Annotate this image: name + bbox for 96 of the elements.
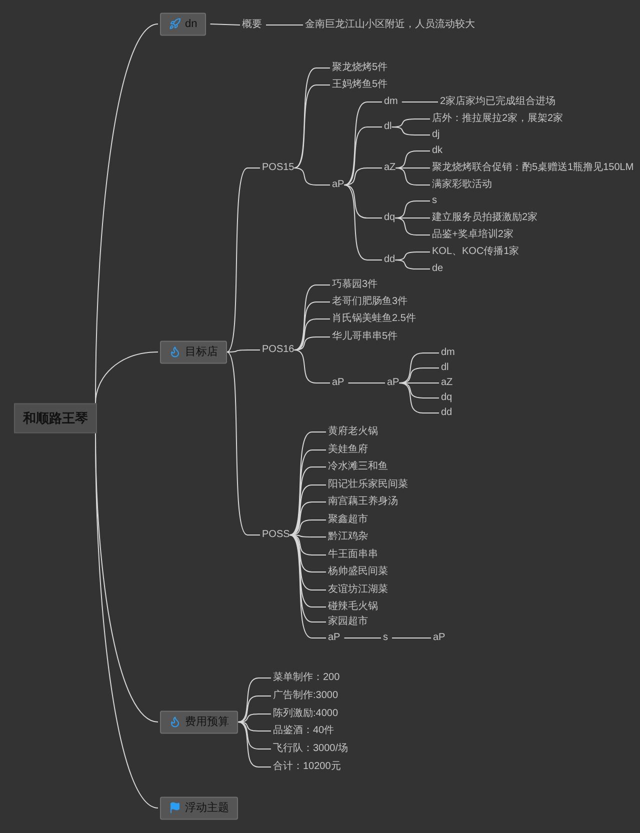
node-text: POS16 <box>262 344 294 356</box>
branch-line <box>294 336 330 350</box>
branch-line <box>289 484 326 536</box>
branch-line <box>394 218 430 236</box>
node-text: KOL、KOC传播1家 <box>432 246 520 258</box>
node-text: s <box>383 632 388 644</box>
branch-line <box>210 24 240 26</box>
node-text: 聚鑫超市 <box>328 514 368 526</box>
node-text: aZ <box>441 377 453 389</box>
branch-line <box>294 318 330 350</box>
node-text: aP <box>387 377 400 389</box>
branch-line <box>238 696 272 722</box>
node-text: 友谊坊江湖菜 <box>328 584 388 596</box>
node-text: 菜单制作：200 <box>273 672 340 684</box>
node-text: dq <box>384 212 396 224</box>
node-text: aP <box>332 179 344 191</box>
node-text: 金南巨龙江山小区附近，人员流动较大 <box>305 19 475 31</box>
node-text: 华儿哥串串5件 <box>332 331 398 343</box>
node-text: s <box>432 195 437 207</box>
node-text: 聚龙烧烤5件 <box>332 62 388 74</box>
branch-line <box>395 168 430 186</box>
node-text: dk <box>432 145 443 157</box>
branch-line <box>391 126 430 136</box>
node-text: aP <box>433 632 446 644</box>
node-text: aZ <box>384 162 396 174</box>
node-text: aP <box>328 632 340 644</box>
node-text: 巧慕园3件 <box>332 279 378 291</box>
branch-line <box>294 350 330 384</box>
node-text: 建立服务员拍摄激励2家 <box>432 212 538 224</box>
node-text: 王妈烤鱼5件 <box>332 79 388 91</box>
node-text: 陈列激励:4000 <box>273 708 338 720</box>
node-text: 品鉴酒：40件 <box>273 725 334 737</box>
node-text: 飞行队：3000/场 <box>273 743 348 755</box>
node-text: dd <box>441 407 452 419</box>
node-text: 家园超市 <box>328 616 368 628</box>
node-text: 肖氏锅美蛙鱼2.5件 <box>332 313 416 325</box>
node-text: 聚龙烧烤联合促销：酌5桌赠送1瓶撸见150LM <box>432 162 634 174</box>
branch-line <box>226 168 260 352</box>
branch-line <box>238 722 272 768</box>
branch-line <box>238 722 272 750</box>
node-text: 牛王面串串 <box>328 549 378 561</box>
node-text: dl <box>441 362 449 374</box>
node-text: dl <box>384 121 392 133</box>
root-topic-box: 和顺路王琴 <box>14 403 97 433</box>
branch-line <box>394 260 430 270</box>
node-text: dm <box>384 96 398 108</box>
branch-line <box>344 184 382 260</box>
branch-line <box>289 534 326 638</box>
node-text: dd <box>384 254 396 266</box>
node-text: 店外：推拉展拉2家，展架2家 <box>432 113 564 125</box>
branch-line <box>238 722 272 732</box>
node-text: 老哥们肥肠鱼3件 <box>332 296 408 308</box>
node-text: 概要 <box>242 19 262 31</box>
node-text: aP <box>332 377 344 389</box>
branch-line <box>398 382 440 414</box>
node-text: 2家店家均已完成组合进场 <box>440 96 556 108</box>
branch-line <box>294 168 330 186</box>
node-text: POSS <box>262 529 290 541</box>
node-text: de <box>432 263 444 275</box>
node-text: 南宫藕王养身汤 <box>328 496 398 508</box>
node-text: dm <box>441 347 455 359</box>
branch-line <box>402 382 440 384</box>
topic-box: dn <box>160 12 206 36</box>
branch-line <box>344 184 382 218</box>
node-text: dj <box>432 129 440 141</box>
node-text: POS15 <box>262 162 294 174</box>
branch-line <box>289 502 326 536</box>
branch-line <box>238 678 272 722</box>
branch-line <box>344 126 382 186</box>
node-text: 冷水滩三和鱼 <box>328 461 388 473</box>
branch-line <box>95 432 158 808</box>
branch-line <box>289 432 326 536</box>
node-text: 广告制作:3000 <box>273 690 338 702</box>
node-text: 碰辣毛火锅 <box>328 601 378 613</box>
branch-line <box>226 350 260 352</box>
node-text: 美娃鱼府 <box>328 444 368 456</box>
node-text: 品鉴+奖卓培训2家 <box>432 229 514 241</box>
topic-box: 目标店 <box>160 340 227 364</box>
node-text: dq <box>441 392 452 404</box>
branch-line <box>344 168 382 186</box>
branch-line <box>294 302 330 350</box>
branch-line <box>226 352 260 536</box>
branch-line <box>289 450 326 536</box>
topic-box: 费用预算 <box>160 710 238 734</box>
branch-line <box>266 24 304 26</box>
node-text: 满家彩歌活动 <box>432 179 492 191</box>
branch-line <box>294 84 330 168</box>
branch-line <box>95 352 158 404</box>
node-text: 黔江鸡杂 <box>328 531 368 543</box>
node-text: 黄府老火锅 <box>328 426 378 438</box>
branch-line <box>348 382 386 384</box>
branch-line <box>289 534 326 572</box>
node-text: 杨帅盛民间菜 <box>328 566 388 578</box>
node-text: 阳记壮乐家民间菜 <box>328 479 408 491</box>
node-text: 合计：10200元 <box>273 761 341 773</box>
topic-box: 浮动主题 <box>160 796 238 820</box>
